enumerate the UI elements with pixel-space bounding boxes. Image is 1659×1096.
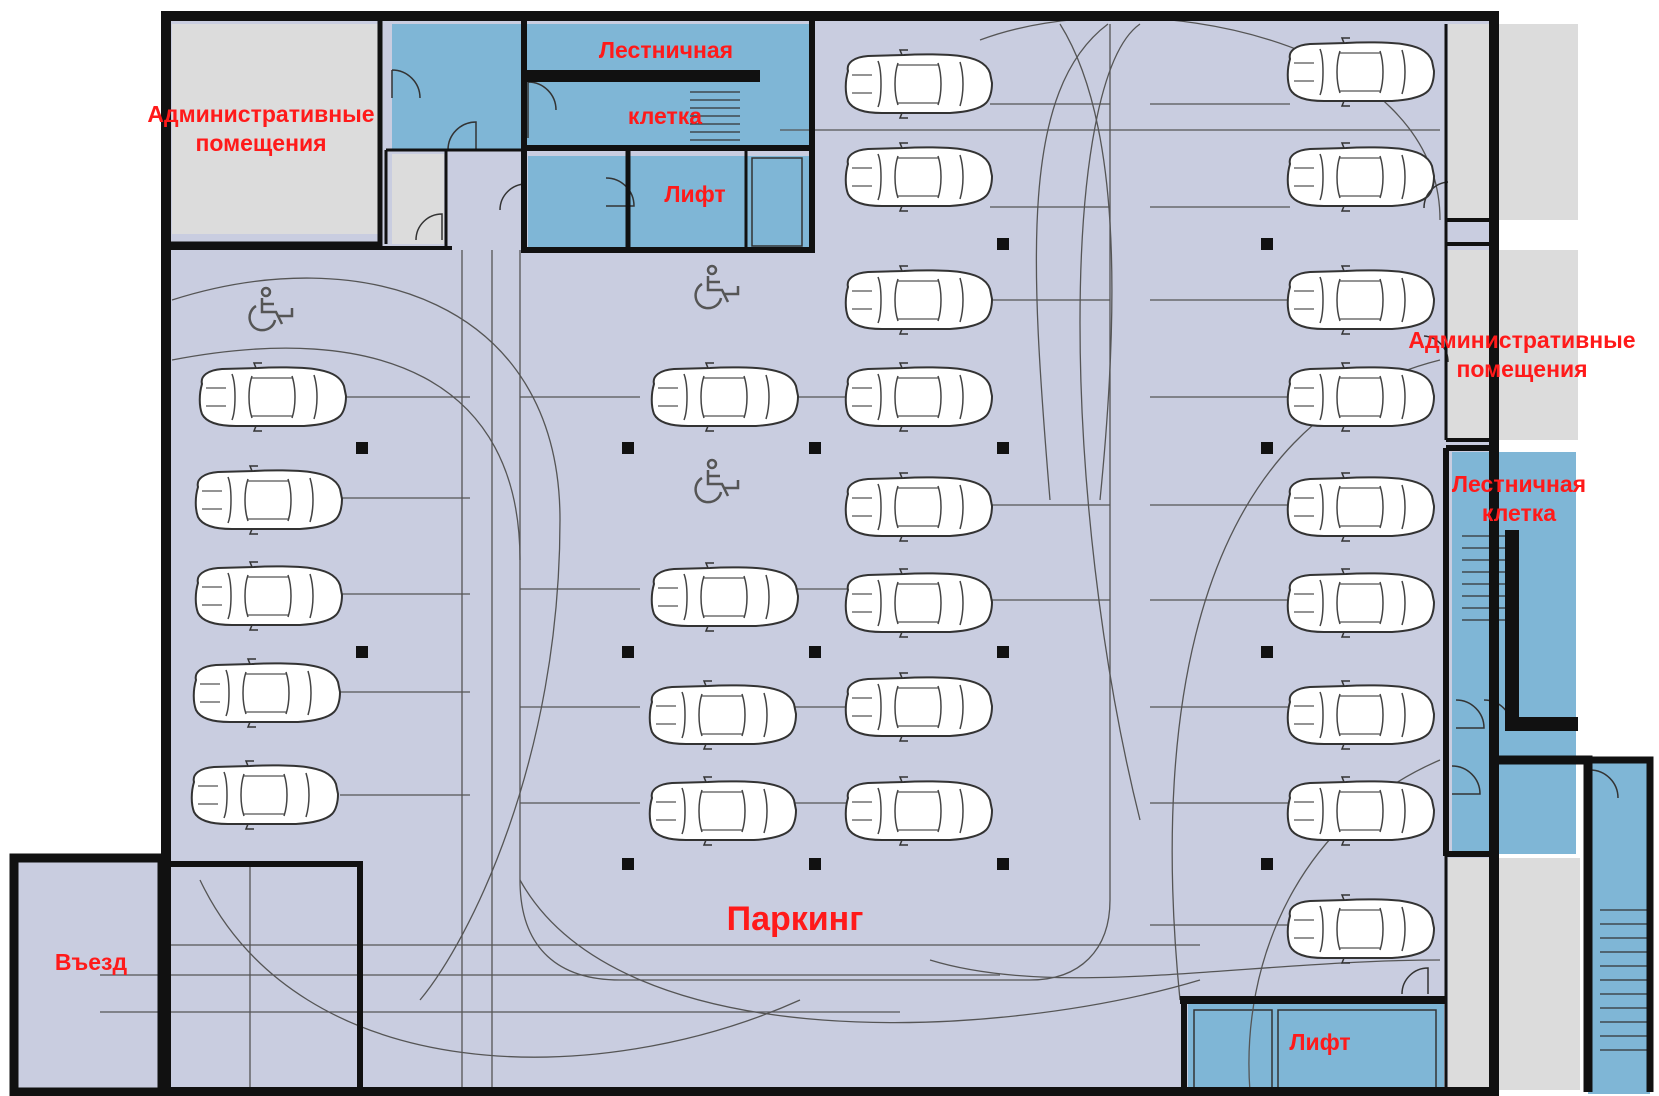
lift-top-label: Лифт	[664, 181, 726, 207]
car-icon	[650, 562, 799, 632]
column-marker	[622, 442, 634, 454]
column-marker	[997, 442, 1009, 454]
column-marker	[809, 646, 821, 658]
car-icon	[1286, 568, 1435, 638]
column-marker	[997, 858, 1009, 870]
walls	[9, 11, 1654, 1096]
parking-label: Паркинг	[726, 900, 864, 938]
column-marker	[809, 858, 821, 870]
stair-steps	[690, 91, 1650, 1051]
column-marker	[622, 646, 634, 658]
car-icon	[844, 362, 993, 432]
column-marker	[1261, 238, 1273, 250]
admin-rooms-left-label: Административные помещения	[147, 101, 375, 156]
car-icon	[1286, 142, 1435, 212]
car-icon	[1286, 472, 1435, 542]
car-icon	[198, 362, 347, 432]
car-icon	[844, 776, 993, 846]
column-marker	[1261, 646, 1273, 658]
stairwell-top-label-2: клетка	[627, 103, 703, 129]
admin-rooms-right-label: Административные помещения	[1408, 327, 1636, 382]
column-marker	[809, 442, 821, 454]
car-icon	[844, 568, 993, 638]
stairwell-top-label: Лестничная	[598, 37, 734, 63]
car-icon	[648, 680, 797, 750]
column-marker	[356, 646, 368, 658]
driving-paths	[100, 16, 1441, 1093]
lift-bottom-label: Лифт	[1289, 1029, 1351, 1055]
car-icon	[192, 658, 341, 728]
column-marker	[1261, 442, 1273, 454]
door-swings	[391, 69, 1619, 995]
column-marker	[622, 858, 634, 870]
column-marker	[356, 442, 368, 454]
car-icon	[650, 362, 799, 432]
car-icon	[1286, 37, 1435, 107]
car-icon	[648, 776, 797, 846]
car-icon	[844, 49, 993, 119]
admin-rooms	[172, 24, 1580, 1090]
car-icon	[194, 465, 343, 535]
car-icon	[1286, 680, 1435, 750]
car-icon	[1286, 894, 1435, 964]
car-icon	[844, 472, 993, 542]
stairwell-right-label: Лестничная клетка	[1451, 471, 1587, 526]
column-marker	[1261, 858, 1273, 870]
column-marker	[997, 238, 1009, 250]
car-icon	[1286, 265, 1435, 335]
car-icon	[1286, 776, 1435, 846]
car-icon	[844, 672, 993, 742]
service-rooms	[392, 24, 1650, 1094]
car-icon	[190, 760, 339, 830]
car-icon	[194, 561, 343, 631]
car-icon	[844, 142, 993, 212]
entrance-label: Въезд	[54, 949, 128, 975]
column-marker	[997, 646, 1009, 658]
car-icon	[844, 265, 993, 335]
